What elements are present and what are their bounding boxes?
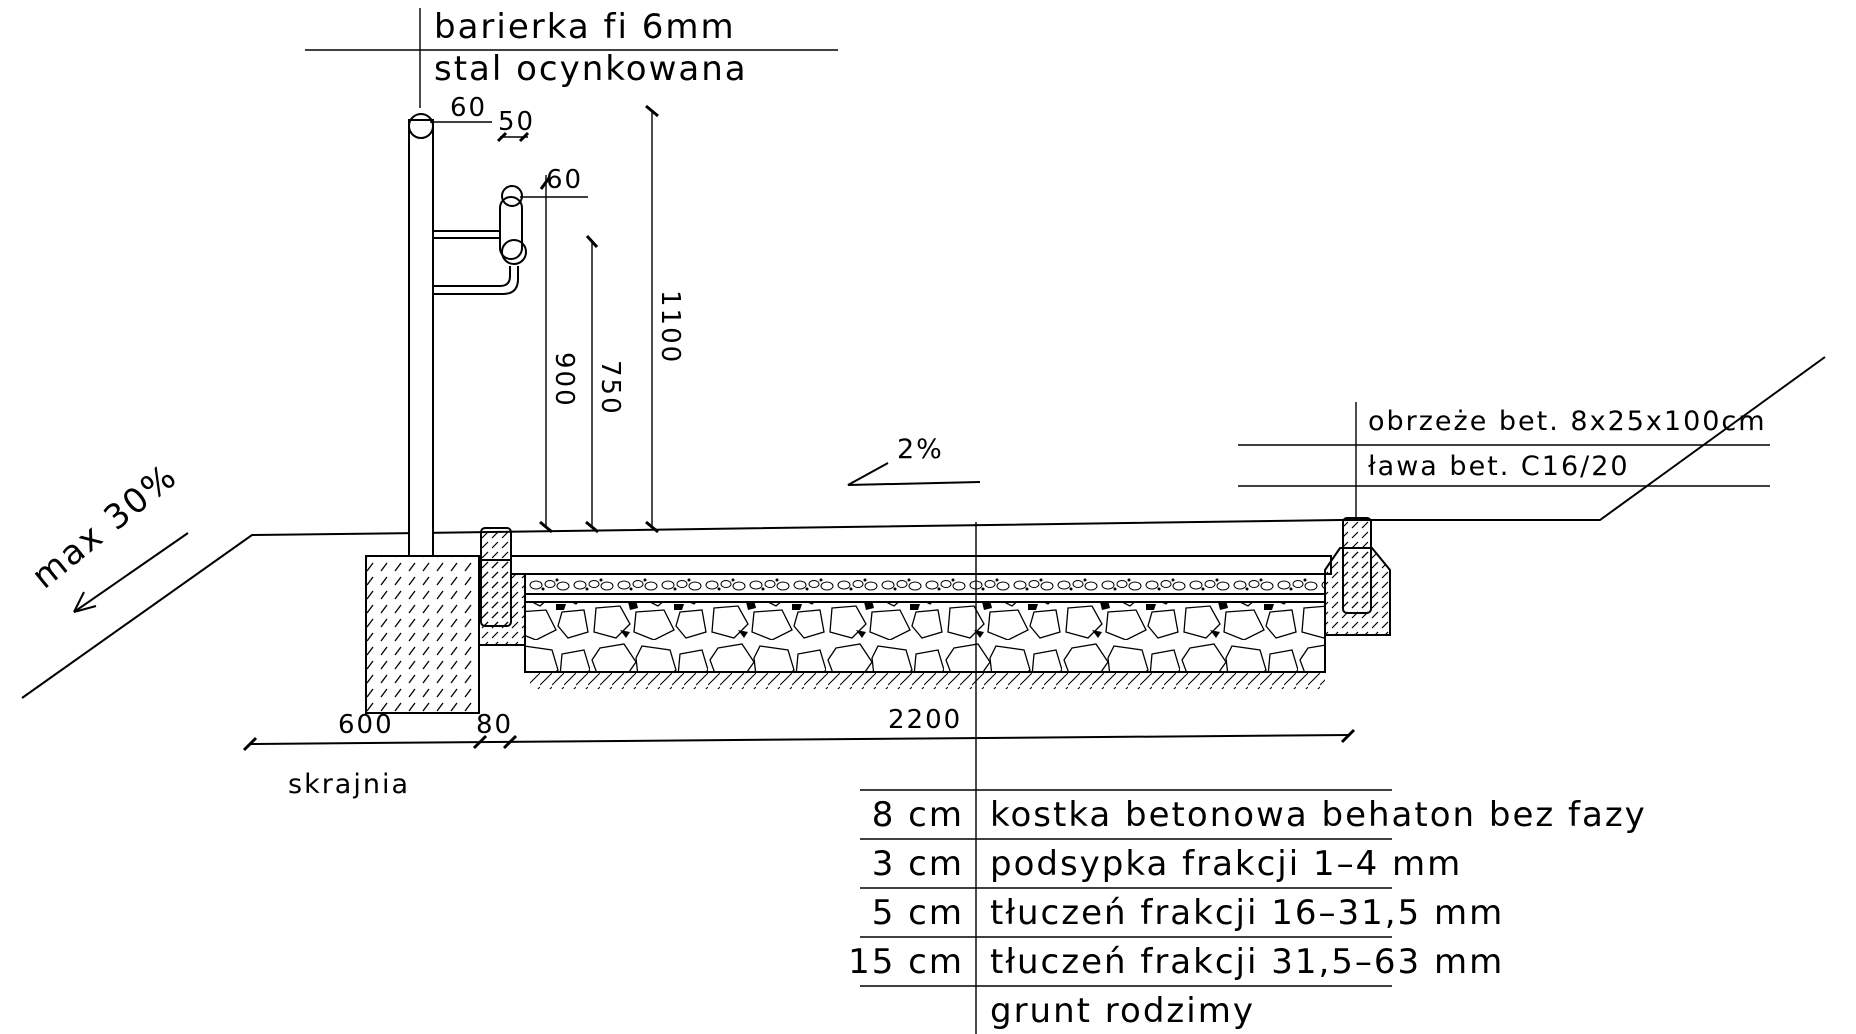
- dim-rail-gap: 50: [498, 107, 535, 137]
- dim-path-width: 2200: [888, 705, 962, 735]
- layer-thickness: 3 cm: [872, 844, 964, 884]
- railing-label-line2: stal ocynkowana: [434, 49, 748, 89]
- dim-height-1100: 1100: [655, 290, 685, 364]
- slope-left-label: max 30%: [24, 456, 185, 597]
- layer-thickness: 15 cm: [848, 942, 964, 982]
- left-embankment-line: [21, 532, 421, 699]
- railing-label-line1: barierka fi 6mm: [434, 7, 736, 47]
- subgrade-label: grunt rodzimy: [990, 991, 1255, 1031]
- handrail-section: [501, 185, 523, 207]
- layer-description: kostka betonowa behaton bez fazy: [990, 795, 1647, 835]
- dim-handrail-offset: 60: [546, 165, 583, 195]
- layer-description: tłuczeń frakcji 31,5–63 mm: [990, 942, 1504, 982]
- railing: [408, 113, 527, 557]
- railing-post: [408, 119, 434, 557]
- lower-rail-section: [501, 239, 527, 265]
- dim-rail-top-offset: 60: [450, 93, 487, 123]
- layer-description: tłuczeń frakcji 16–31,5 mm: [990, 893, 1504, 933]
- curb-label-line2: ława bet. C16/20: [1368, 451, 1630, 482]
- path-surface-line: [419, 356, 1826, 534]
- layer-description: podsypka frakcji 1–4 mm: [990, 844, 1462, 884]
- curb-label-line1: obrzeże bet. 8x25x100cm: [1368, 406, 1767, 437]
- clearance-label: skrajnia: [288, 769, 410, 800]
- right-curb: [1342, 517, 1372, 614]
- coarse-crushed-stone-layer: [524, 601, 1326, 673]
- dim-height-750: 750: [595, 360, 625, 416]
- top-rail-section: [408, 113, 434, 139]
- slope-path-label: 2%: [897, 434, 944, 465]
- layer-thickness: 8 cm: [872, 795, 964, 835]
- sand-layer: [524, 573, 1326, 595]
- fine-crushed-stone-layer: [524, 593, 1326, 603]
- railing-foundation: [365, 555, 480, 714]
- dim-height-900: 900: [549, 352, 579, 408]
- dim-curb-width: 80: [476, 710, 513, 740]
- paving-block-layer: [510, 555, 1332, 575]
- dim-foundation-width: 600: [338, 710, 394, 740]
- left-curb: [480, 527, 512, 627]
- layer-table: 8 cm kostka betonowa behaton bez fazy 3 …: [848, 789, 1647, 1031]
- native-soil-hatch: [530, 673, 1325, 689]
- layer-thickness: 5 cm: [872, 893, 964, 933]
